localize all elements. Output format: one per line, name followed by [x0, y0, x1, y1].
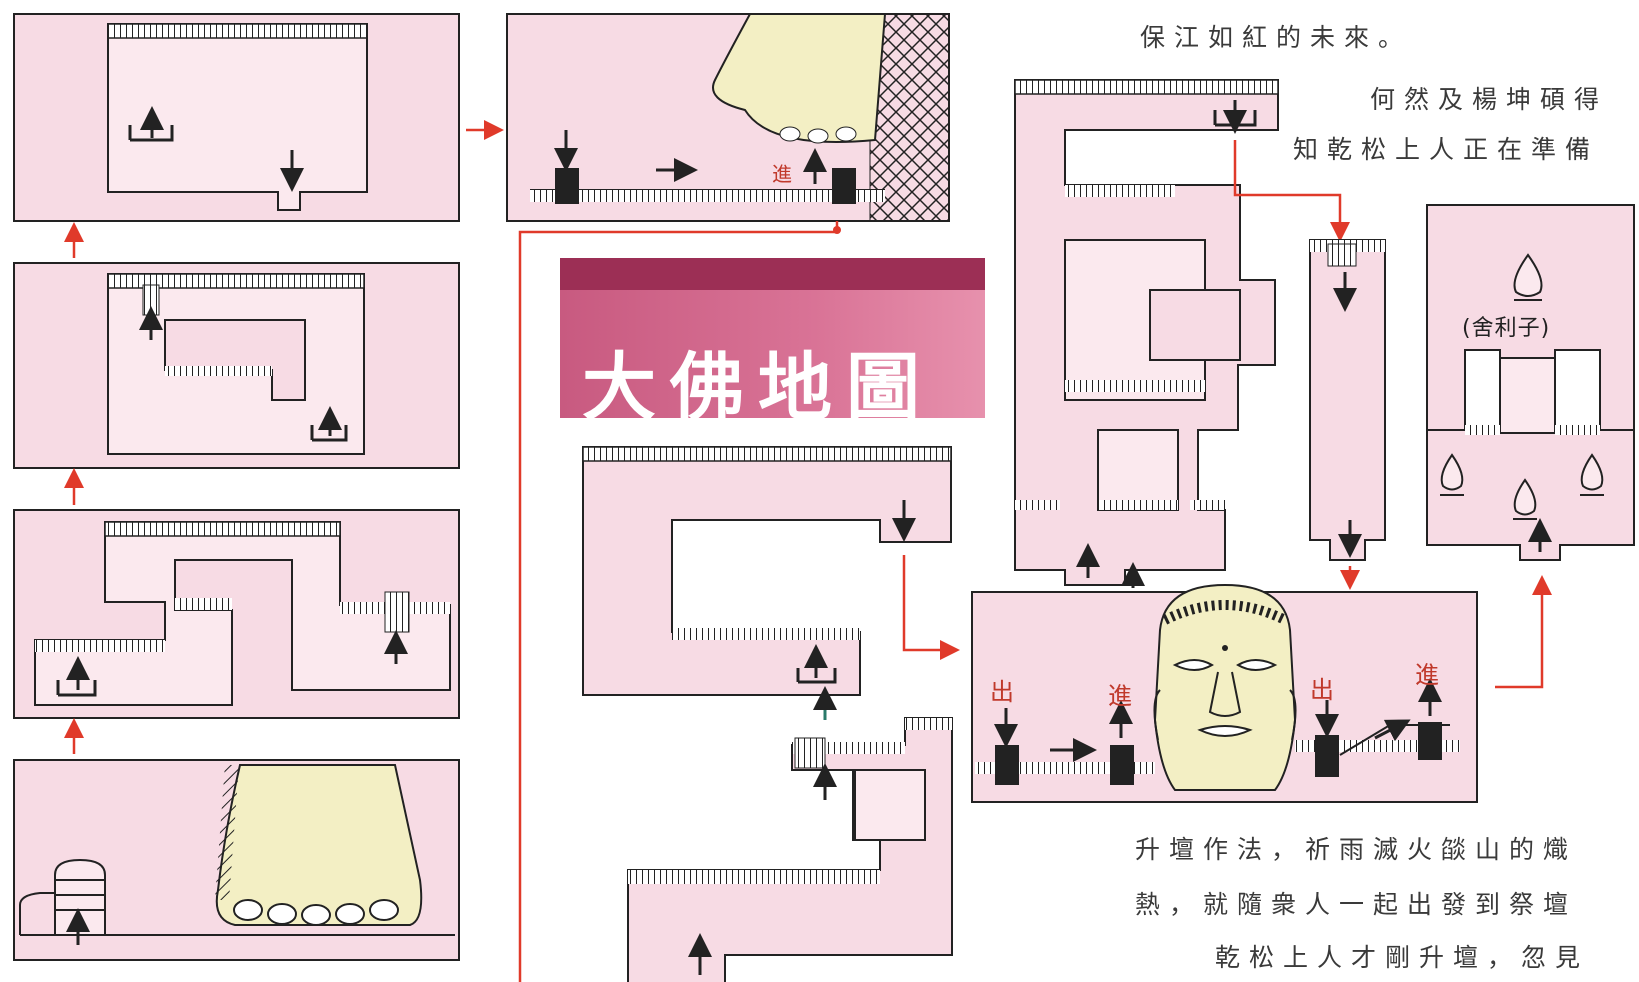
panel-hand — [506, 13, 950, 234]
story-line-2: 知乾松上人正在準備 — [1293, 135, 1600, 164]
story-bottom-2: 熱，就隨衆人一起出發到祭壇 — [1135, 890, 1578, 919]
panel-4 — [13, 759, 460, 961]
story-top-line: 保江如紅的未來。 — [1140, 23, 1413, 52]
panel-shaft — [1309, 239, 1386, 590]
label-enter-hand: 進 — [772, 162, 792, 186]
label-exit-left: 出 — [990, 678, 1014, 706]
panel-2 — [13, 262, 460, 469]
connector-long — [518, 230, 837, 982]
hand-icon — [712, 13, 887, 143]
panel-tower — [1014, 79, 1350, 588]
label-exit-right: 出 — [1310, 676, 1334, 704]
relic-icon — [1440, 253, 1604, 520]
panel-bottom-center — [627, 686, 953, 982]
label-enter-left: 進 — [1108, 682, 1132, 710]
title-banner: 大佛地圖 — [560, 258, 985, 431]
panel-relic — [1426, 204, 1635, 689]
panel-buddha — [971, 583, 1478, 803]
story-line-1: 何然及楊坤碩得 — [1370, 85, 1609, 114]
panel-center — [582, 446, 960, 696]
story-bottom-1: 升壇作法，祈雨滅火燄山的熾 — [1135, 835, 1578, 864]
title-banner-main: 大佛地圖 — [560, 290, 985, 431]
label-enter-right: 進 — [1415, 661, 1439, 689]
label-relic: (舍利子) — [1462, 316, 1551, 341]
panel-3 — [13, 509, 460, 719]
left-connectors — [64, 120, 504, 754]
map-title: 大佛地圖 — [582, 345, 934, 431]
panel-1 — [13, 13, 460, 222]
buddha-head-icon — [1153, 583, 1297, 791]
story-bottom-3: 乾松上人才剛升壇，忽見 — [1215, 943, 1590, 972]
title-banner-top — [560, 258, 985, 290]
